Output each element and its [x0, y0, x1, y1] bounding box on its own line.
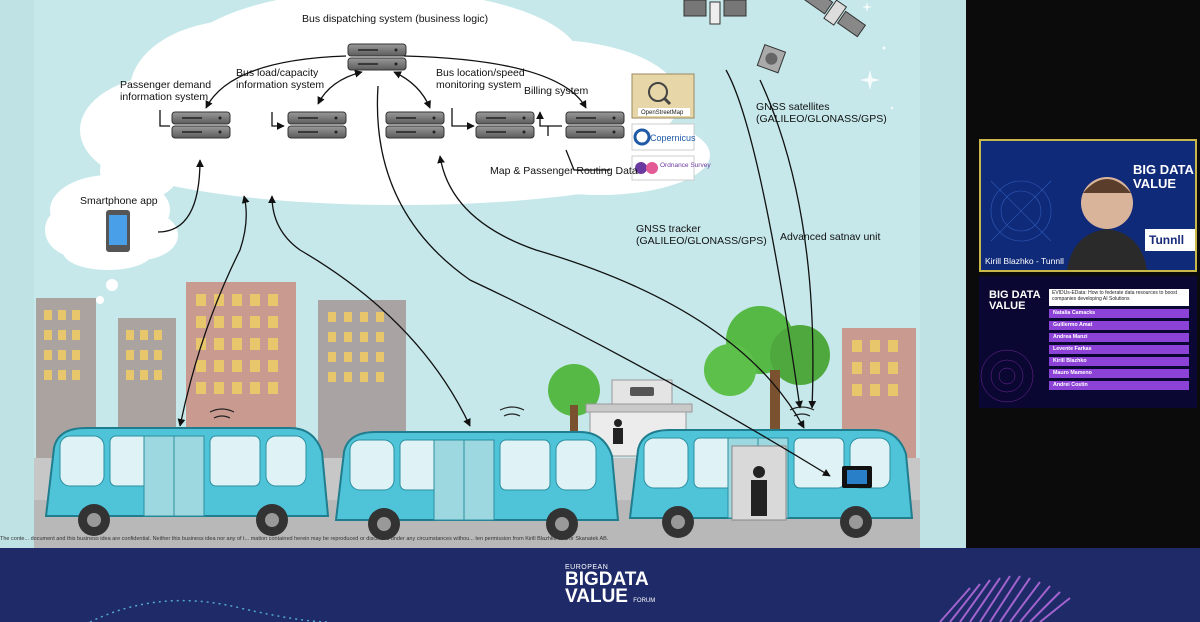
speaker-7: Andrei Costin: [1049, 381, 1189, 390]
panel-logo: BIG DATA VALUE: [989, 289, 1041, 312]
slide: OpenStreetMap Copernicus Ordnance Survey…: [0, 0, 966, 548]
speaker-5: Kirill Blazhko: [1049, 357, 1189, 366]
speaker-6: Mauro Mameno: [1049, 369, 1189, 378]
speaker-1: Natalia Camacks: [1049, 309, 1189, 318]
copernicus-logo: [631, 123, 695, 151]
passenger-icon: [753, 466, 765, 478]
smartphone-icon: [106, 210, 130, 252]
speaker-4: Levente Farkas: [1049, 345, 1189, 354]
bus-load-label-2: information system: [236, 79, 324, 91]
connection-arrows: [157, 55, 831, 477]
smartphone-label: Smartphone app: [80, 195, 158, 207]
gnss-satellites-label-1: GNSS satellites: [756, 101, 830, 113]
presenter-name: Kirill Blazhko - Tunnll: [985, 256, 1064, 266]
openstreetmap-logo: [631, 73, 695, 119]
bus-location-label-1: Bus location/speed: [436, 67, 525, 79]
presenter-bg-text-1: BIG DATA: [1133, 162, 1194, 177]
ordnance-survey-logo: [631, 155, 695, 181]
openstreetmap-label: OpenStreetMap: [641, 110, 684, 116]
footer-banner: [0, 548, 1200, 622]
speaker-3: Andrea Manzi: [1049, 333, 1189, 342]
footer-logo: EUROPEAN BIGDATA VALUE FORUM: [565, 564, 656, 607]
presenter-brand: Tunnll: [1149, 233, 1185, 247]
presenter-video: BIG DATA VALUE Tunnll Kirill Blazhko - T…: [979, 139, 1197, 272]
satnav-unit-icon: [842, 466, 872, 488]
sidebar-video-area: [966, 0, 1200, 548]
gnss-tracker-label-2: (GALILEO/GLONASS/GPS): [636, 235, 767, 247]
bus-load-label-1: Bus load/capacity: [236, 67, 319, 79]
speaker-2: Guillermo Amat: [1049, 321, 1189, 330]
dispatch-system-label: Bus dispatching system (business logic): [302, 13, 488, 25]
satellites-icon: [683, 0, 894, 110]
bus-location-label-2: monitoring system: [436, 79, 521, 91]
footer-decoration: [0, 548, 1200, 622]
session-panel: BIG DATA VALUE EVIDUs-EData: How to fede…: [979, 276, 1197, 408]
confidentiality-disclaimer: The conte... document and this business …: [0, 536, 609, 542]
gnss-satellites-label-2: (GALILEO/GLONASS/GPS): [756, 113, 887, 125]
presenter-bg-text-2: VALUE: [1133, 176, 1177, 191]
architecture-diagram: OpenStreetMap Copernicus Ordnance Survey…: [34, 0, 920, 548]
passenger-demand-label-1: Passenger demand: [120, 79, 211, 91]
copernicus-label: Copernicus: [650, 133, 696, 143]
ordnance-survey-label: Ordnance Survey: [660, 162, 711, 169]
gnss-tracker-label-1: GNSS tracker: [636, 223, 701, 235]
presenter-background: [981, 141, 1195, 270]
billing-label: Billing system: [524, 85, 588, 97]
satnav-label: Advanced satnav unit: [780, 231, 880, 243]
passenger-demand-label-2: information system: [120, 91, 208, 103]
panel-title: EVIDUs-EData: How to federate data resou…: [1049, 289, 1189, 306]
map-routing-label: Map & Passenger Routing Data: [490, 165, 638, 177]
